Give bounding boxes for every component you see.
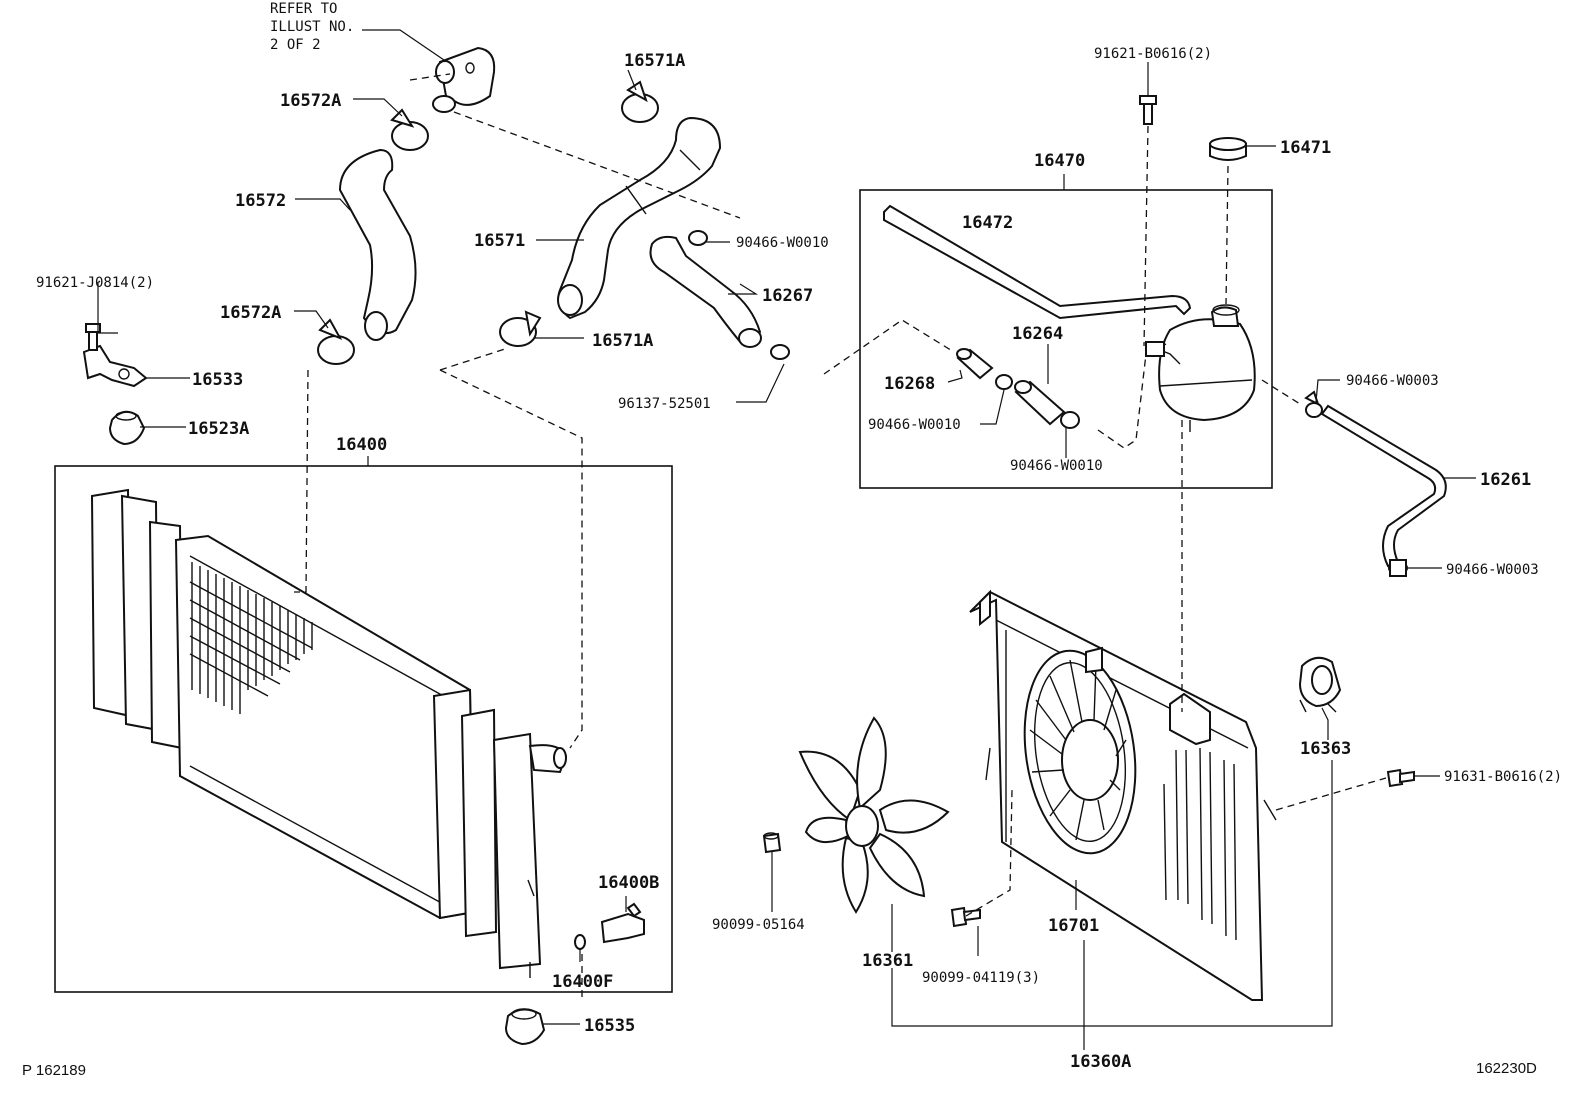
label-16535: 16535 — [584, 1016, 635, 1036]
o-ring-16400F — [574, 934, 586, 950]
label-90466-W0003-top: 90466-W0003 — [1346, 373, 1439, 389]
hose-clamp-90466-W0003-b — [1388, 559, 1408, 577]
label-90466-W0010-mid: 90466-W0010 — [868, 417, 961, 433]
leader-lines — [97, 62, 1476, 1050]
hose-clamp-16571A-lower — [499, 310, 542, 347]
label-16471: 16471 — [1280, 138, 1331, 158]
reference-note-leader — [362, 29, 445, 61]
fan-shroud-opening — [1023, 649, 1137, 855]
bolt-91631-B0616 — [1386, 768, 1415, 788]
assembly-dashed-lines — [294, 73, 1387, 1000]
label-96137-52501: 96137-52501 — [618, 396, 711, 412]
drain-cock-16400B — [600, 902, 645, 944]
label-16572A-bottom: 16572A — [220, 303, 281, 323]
label-91621-B0616: 91621-B0616(2) — [1094, 46, 1212, 62]
label-16571A-top: 16571A — [624, 51, 685, 71]
label-16360A: 16360A — [1070, 1052, 1131, 1072]
label-16267: 16267 — [762, 286, 813, 306]
label-16571A-bottom: 16571A — [592, 331, 653, 351]
bolt-91621-B0616 — [1139, 95, 1157, 125]
label-16523A: 16523A — [188, 419, 249, 439]
label-90466-W0010-top: 90466-W0010 — [736, 235, 829, 251]
hose-clamp-16571A-upper — [621, 80, 659, 123]
label-90099-04119: 90099-04119(3) — [922, 970, 1040, 986]
cooling-fan-16361 — [798, 716, 950, 914]
label-16268: 16268 — [884, 374, 935, 394]
label-16533: 16533 — [192, 370, 243, 390]
reference-note: REFER TO ILLUST NO. 2 OF 2 — [270, 1, 445, 61]
reference-note-line-3: 2 OF 2 — [270, 37, 321, 53]
bracket-16533 — [82, 344, 148, 388]
hose-clamp-90466-W0010-a — [688, 230, 790, 360]
hose-clamp-90466-W0010-b — [995, 374, 1080, 429]
label-16572A-top: 16572A — [280, 91, 341, 111]
label-16363: 16363 — [1300, 739, 1351, 759]
reserve-tank-assembly-box — [859, 189, 1273, 489]
footer-illustration-code: P 162189 — [22, 1062, 86, 1079]
reserve-tank-hose-16472 — [883, 204, 1192, 320]
label-16400: 16400 — [336, 435, 387, 455]
fan-shroud-slots — [1163, 747, 1237, 941]
label-90466-W0010-bottom: 90466-W0010 — [1010, 458, 1103, 474]
radiator-core-fins — [189, 562, 313, 714]
footer-diagram-code: 162230D — [1476, 1060, 1537, 1077]
label-16472: 16472 — [962, 213, 1013, 233]
label-91631-B0616: 91631-B0616(2) — [1444, 769, 1562, 785]
label-16261: 16261 — [1480, 470, 1531, 490]
label-16701: 16701 — [1048, 916, 1099, 936]
nut-90099-05164 — [762, 832, 782, 854]
reserve-tank-16470 — [1145, 304, 1256, 432]
label-16361: 16361 — [862, 951, 913, 971]
overflow-hose-16261 — [1320, 404, 1447, 568]
hose-clamp-90466-W0003-a — [1304, 390, 1323, 418]
hose-clamp-16572A-lower — [317, 318, 355, 365]
label-16264: 16264 — [1012, 324, 1063, 344]
hose-16264 — [1014, 380, 1066, 426]
fan-motor-16363 — [1298, 656, 1342, 713]
label-16470: 16470 — [1034, 151, 1085, 171]
bolt-90099-04119 — [950, 906, 981, 928]
hose-clamp-16572A-upper — [390, 108, 429, 151]
reference-note-line-1: REFER TO — [270, 1, 337, 17]
fan-shroud-16701 — [969, 589, 1277, 1001]
reference-note-line-2: ILLUST NO. — [270, 19, 354, 35]
radiator-16400 — [90, 488, 568, 978]
water-outlet-part — [432, 46, 496, 113]
label-16400B: 16400B — [598, 873, 659, 893]
radiator-assembly-box — [54, 465, 673, 993]
label-90466-W0003-bottom: 90466-W0003 — [1446, 562, 1539, 578]
cushion-16535 — [504, 1008, 546, 1046]
upper-hose-16572 — [338, 148, 417, 341]
label-16400F: 16400F — [552, 972, 613, 992]
lower-hose-16571 — [557, 116, 722, 320]
cushion-16523A — [108, 410, 146, 446]
reserve-tank-cap-16471 — [1209, 137, 1247, 161]
part-labels: 16571A 16572A 16572 16571 90466-W0010 16… — [36, 46, 1562, 1072]
bolt-91621-J0814 — [85, 323, 101, 351]
label-16571: 16571 — [474, 231, 525, 251]
hose-fitting-16268 — [956, 348, 994, 380]
label-91621-J0814: 91621-J0814(2) — [36, 275, 154, 291]
label-90099-05164: 90099-05164 — [712, 917, 805, 933]
bypass-hose-16267 — [649, 235, 762, 348]
label-16572: 16572 — [235, 191, 286, 211]
